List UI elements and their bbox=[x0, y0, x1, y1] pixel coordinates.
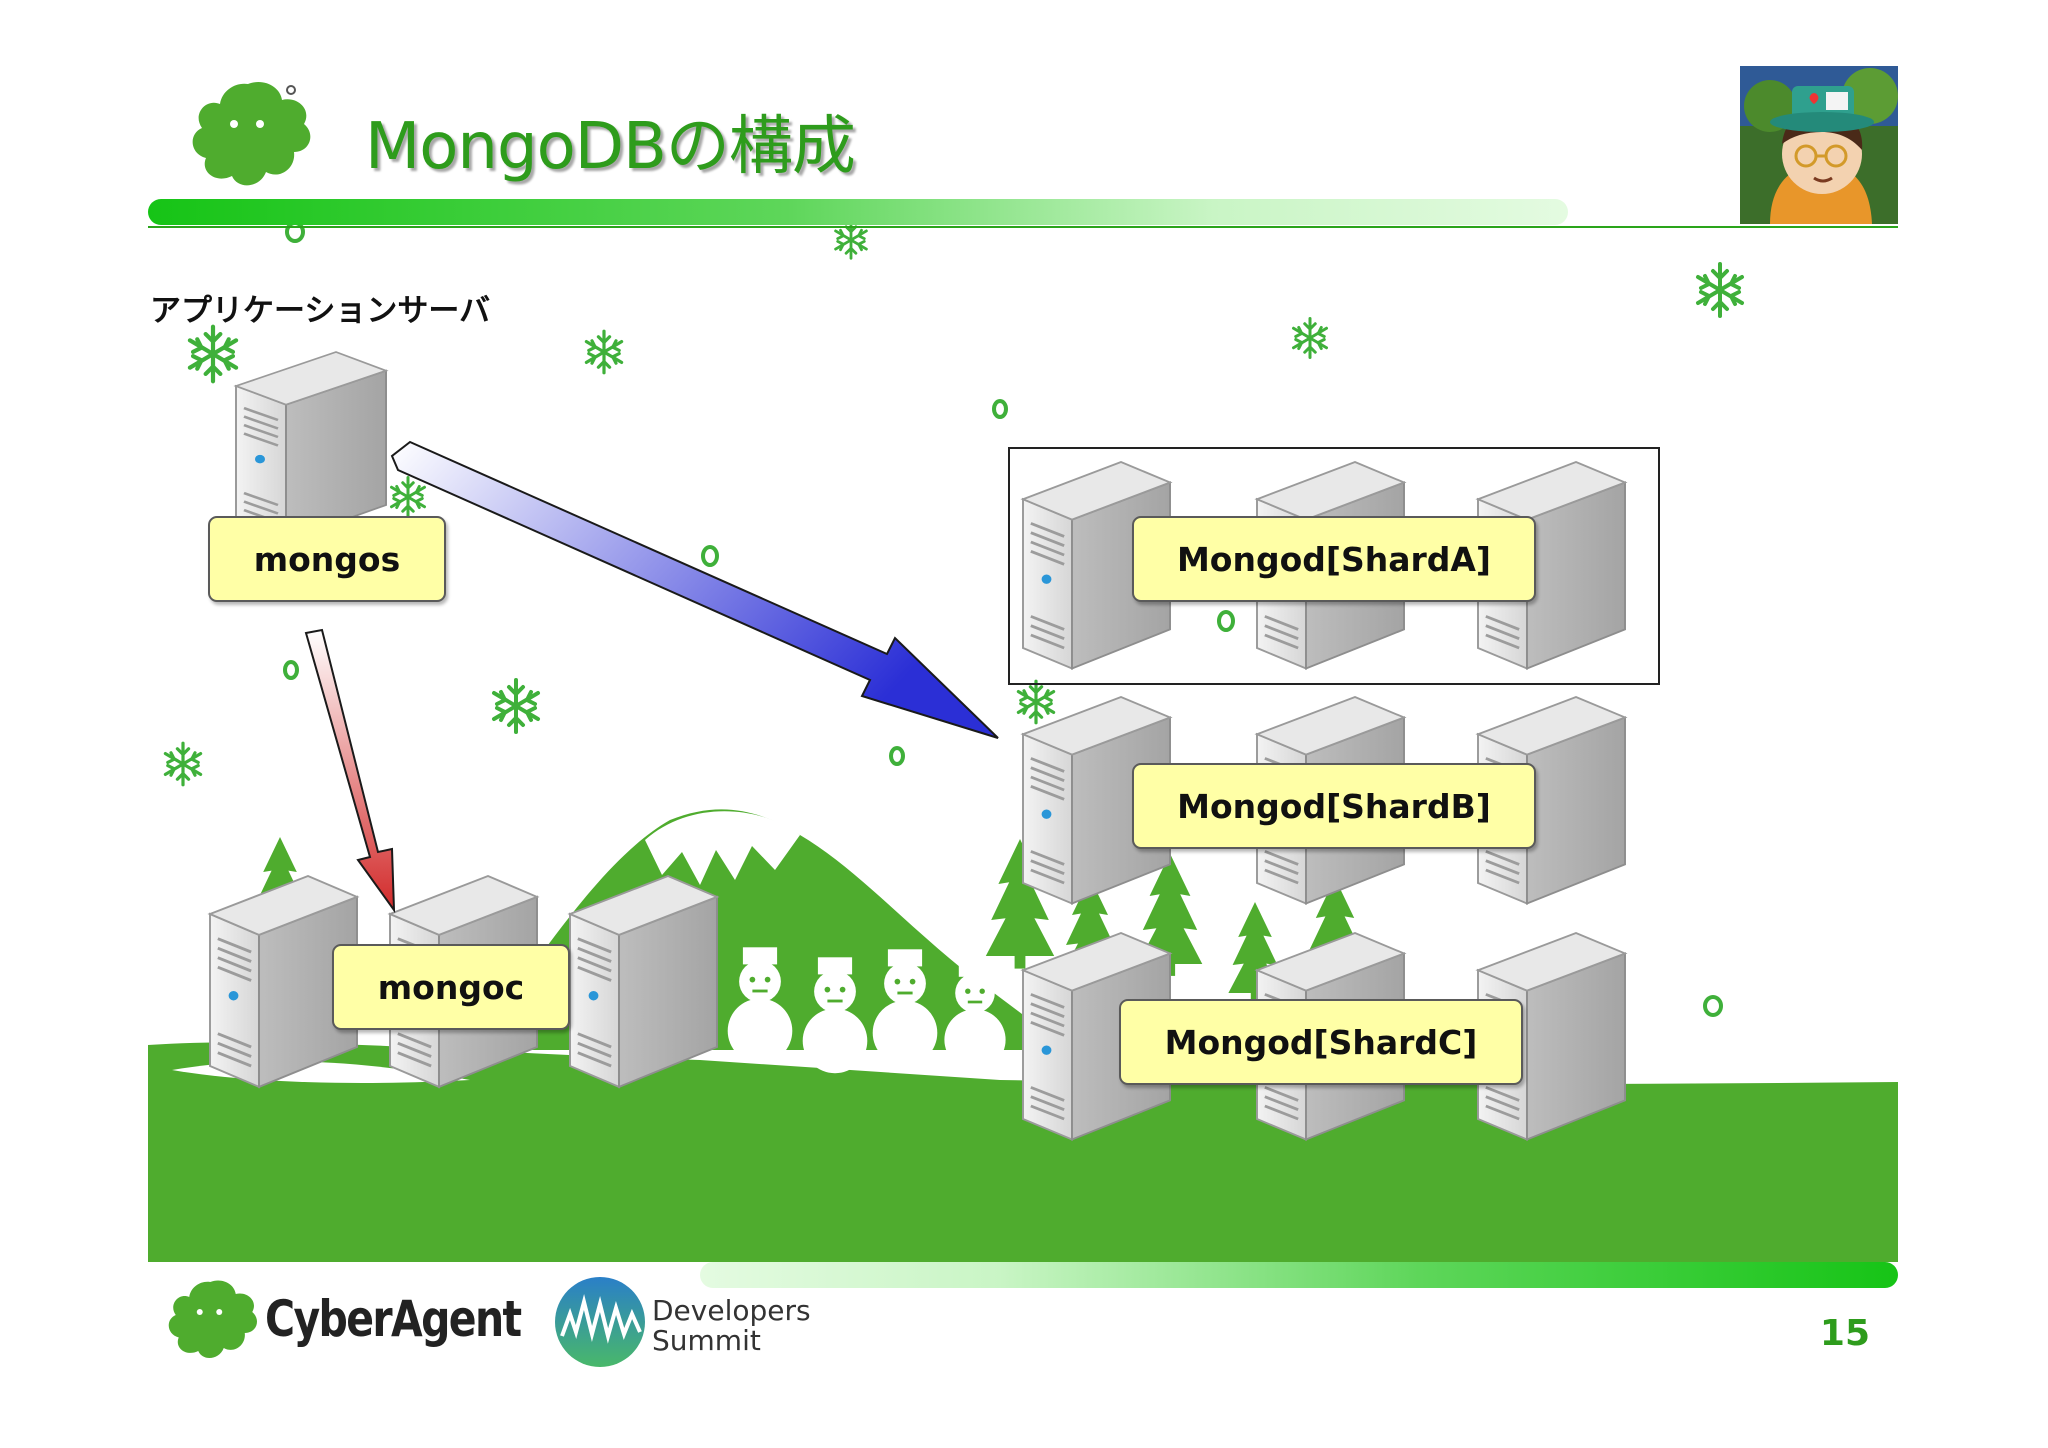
developers-summit-logo-icon bbox=[555, 1277, 645, 1367]
developers-summit-line2: Summit bbox=[652, 1324, 761, 1357]
developers-summit-line1: Developers bbox=[652, 1294, 811, 1327]
avatar-illustration bbox=[1740, 66, 1898, 224]
cyberagent-logo-text: CyberAgent bbox=[265, 1290, 522, 1348]
shard-b-label: Mongod[ShardB] bbox=[1132, 763, 1536, 849]
slide-title: MongoDBの構成 bbox=[365, 110, 856, 184]
shard-a-replica-set-box bbox=[1008, 447, 1660, 685]
app-server-icon bbox=[234, 350, 388, 543]
mongos-to-shards-arrow bbox=[390, 440, 999, 739]
page-number: 15 bbox=[1819, 1313, 1870, 1354]
cyberagent-footer-mascot-icon bbox=[168, 1280, 258, 1359]
footer-gradient-bar bbox=[700, 1262, 1898, 1288]
shard-c-label: Mongod[ShardC] bbox=[1119, 999, 1523, 1085]
mongos-label: mongos bbox=[208, 516, 446, 602]
header-gradient-bar bbox=[148, 199, 1568, 225]
mongoc-label: mongoc bbox=[332, 944, 570, 1030]
config-server-3-icon bbox=[568, 874, 719, 1089]
mongos-to-mongoc-arrow bbox=[304, 628, 396, 914]
application-server-heading: アプリケーションサーバ bbox=[150, 293, 491, 329]
cyberagent-mascot-logo bbox=[192, 81, 311, 186]
header-divider-line bbox=[148, 226, 1898, 228]
shard-a-label: Mongod[ShardA] bbox=[1132, 516, 1536, 602]
